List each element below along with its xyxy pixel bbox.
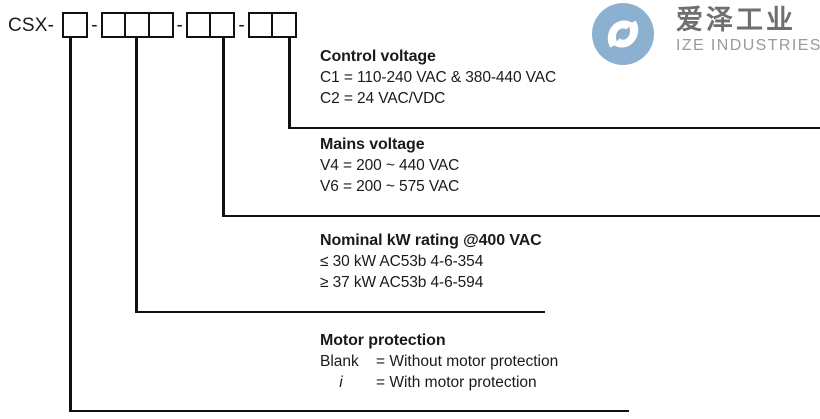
- mains-voltage-option-v4: V4 = 200 ~ 440 VAC: [320, 157, 460, 174]
- logo-text: 爱泽工业 IZE INDUSTRIES: [676, 5, 820, 56]
- code-group-control-voltage: [247, 12, 298, 38]
- divider-mains-voltage: [222, 214, 820, 217]
- code-box[interactable]: [209, 12, 236, 38]
- code-separator: -: [91, 14, 98, 36]
- divider-motor-protection: [69, 409, 629, 412]
- nominal-kw-rating-title: Nominal kW rating @400 VAC: [320, 232, 542, 249]
- nominal-kw-rating-option-high: ≥ 37 kW AC53b 4-6-594: [320, 274, 484, 291]
- divider-control-voltage: [288, 126, 820, 129]
- block-motor-protection: Motor protection Blank = Without motor p…: [320, 330, 558, 393]
- code-box[interactable]: [100, 12, 127, 38]
- leader-line-control-voltage: [288, 37, 291, 129]
- motor-protection-blank-key: Blank: [320, 353, 359, 370]
- block-mains-voltage: Mains voltage V4 = 200 ~ 440 VAC V6 = 20…: [320, 134, 459, 197]
- nominal-kw-rating-option-low: ≤ 30 kW AC53b 4-6-354: [320, 253, 484, 270]
- code-group-mains-voltage: [185, 12, 236, 38]
- leader-line-nominal-kw-rating: [135, 37, 138, 313]
- company-logo: 爱泽工业 IZE INDUSTRIES: [592, 3, 820, 65]
- code-group-nominal-kw-rating: [100, 12, 174, 38]
- code-group-motor-protection: [62, 12, 89, 38]
- control-voltage-title: Control voltage: [320, 48, 436, 65]
- divider-nominal-kw-rating: [135, 310, 545, 313]
- motor-protection-blank-value: = Without motor protection: [376, 353, 559, 370]
- block-nominal-kw-rating: Nominal kW rating @400 VAC ≤ 30 kW AC53b…: [320, 230, 542, 293]
- logo-chinese-name: 爱泽工业: [676, 5, 796, 35]
- code-box[interactable]: [247, 12, 274, 38]
- code-separator: -: [238, 14, 245, 36]
- control-voltage-option-c1: C1 = 110-240 VAC & 380-440 VAC: [320, 69, 557, 86]
- code-separator: -: [176, 14, 183, 36]
- mains-voltage-title: Mains voltage: [320, 136, 425, 153]
- leader-line-mains-voltage: [222, 37, 225, 217]
- logo-english-name: IZE INDUSTRIES: [676, 37, 820, 54]
- part-number-code-row: CSX- - - -: [8, 11, 298, 39]
- part-number-prefix: CSX-: [8, 14, 55, 36]
- block-control-voltage: Control voltage C1 = 110-240 VAC & 380-4…: [320, 46, 556, 109]
- control-voltage-option-c2: C2 = 24 VAC/VDC: [320, 90, 446, 107]
- mains-voltage-option-v6: V6 = 200 ~ 575 VAC: [320, 178, 460, 195]
- ize-industries-mark-icon: [592, 3, 654, 65]
- code-box[interactable]: [185, 12, 212, 38]
- motor-protection-option-i: i = With motor protection: [320, 372, 558, 393]
- motor-protection-i-key: i: [339, 374, 343, 391]
- motor-protection-i-value: = With motor protection: [376, 374, 537, 391]
- code-box[interactable]: [124, 12, 151, 38]
- code-box[interactable]: [271, 12, 298, 38]
- motor-protection-title: Motor protection: [320, 332, 446, 349]
- motor-protection-option-blank: Blank = Without motor protection: [320, 351, 558, 372]
- leader-line-motor-protection: [69, 37, 72, 412]
- code-box[interactable]: [62, 12, 89, 38]
- code-box[interactable]: [147, 12, 174, 38]
